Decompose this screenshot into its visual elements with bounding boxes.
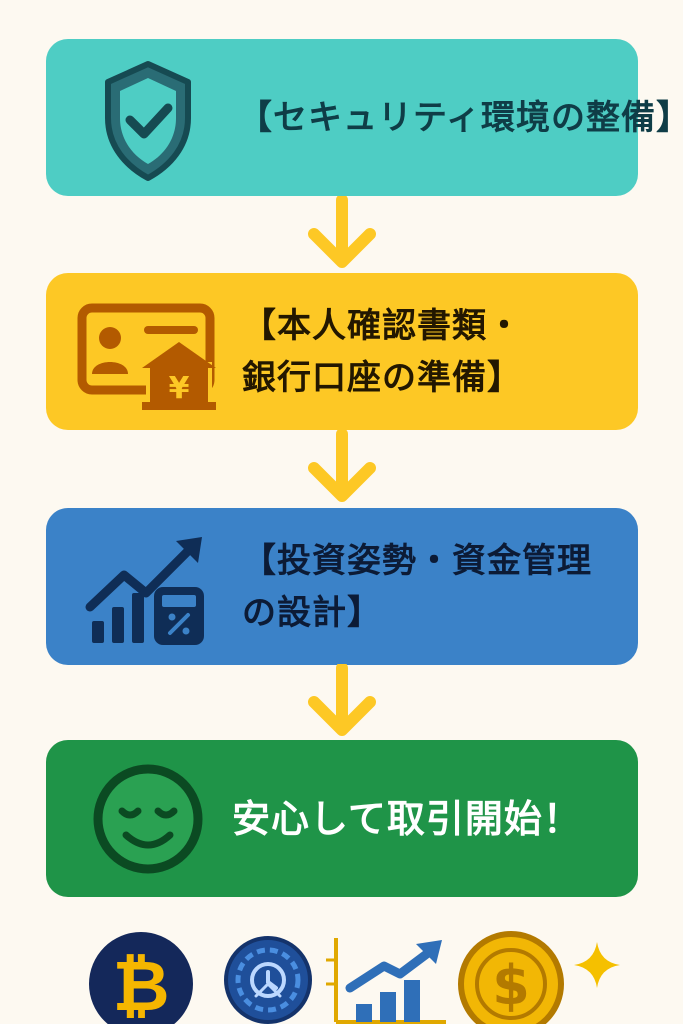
svg-text:¥: ¥ <box>169 371 190 406</box>
step-documents-label: 【本人確認書類・ 銀行口座の準備】 <box>242 273 522 430</box>
step-start-trading: 安心して取引開始！ <box>46 740 638 897</box>
down-arrow-icon <box>308 196 376 268</box>
rising-chart-icon <box>326 938 446 1024</box>
growth-chart-calculator-icon <box>85 537 204 645</box>
step-security-setup: 【セキュリティ環境の整備】 <box>46 39 683 196</box>
step-security-label: 【セキュリティ環境の整備】 <box>238 39 683 196</box>
step-documents-label-line-2: 銀行口座の準備】 <box>242 357 522 398</box>
step-planning-label: 【投資姿勢・資金管理 の設計】 <box>242 508 592 665</box>
step-investment-planning: 【投資姿勢・資金管理 の設計】 <box>46 508 638 665</box>
dollar-coin-icon: $ <box>458 931 564 1024</box>
id-card-bank-icon: ¥ <box>77 303 216 410</box>
step-documents-label-line-1: 【本人確認書類・ <box>242 305 522 346</box>
down-arrow-icon <box>308 664 376 736</box>
svg-text:₿: ₿ <box>112 945 169 1024</box>
bitcoin-coin-icon: ₿ <box>89 932 193 1024</box>
shield-check-icon <box>105 61 191 181</box>
svg-text:$: $ <box>492 954 530 1017</box>
step-planning-label-line-1: 【投資姿勢・資金管理 <box>242 540 592 581</box>
step-planning-label-line-2: の設計】 <box>242 592 382 633</box>
sparkle-icon <box>574 942 620 988</box>
smiley-face-icon <box>93 764 203 874</box>
step-start-label: 安心して取引開始！ <box>232 740 582 897</box>
step-security-label-line-1: 【セキュリティ環境の整備】 <box>238 97 683 138</box>
step-documents-prep: ¥ 【本人確認書類・ 銀行口座の準備】 <box>46 273 638 430</box>
step-start-label-line-1: 安心して取引開始！ <box>232 796 582 841</box>
crypto-token-icon <box>224 936 312 1024</box>
down-arrow-icon <box>308 430 376 502</box>
